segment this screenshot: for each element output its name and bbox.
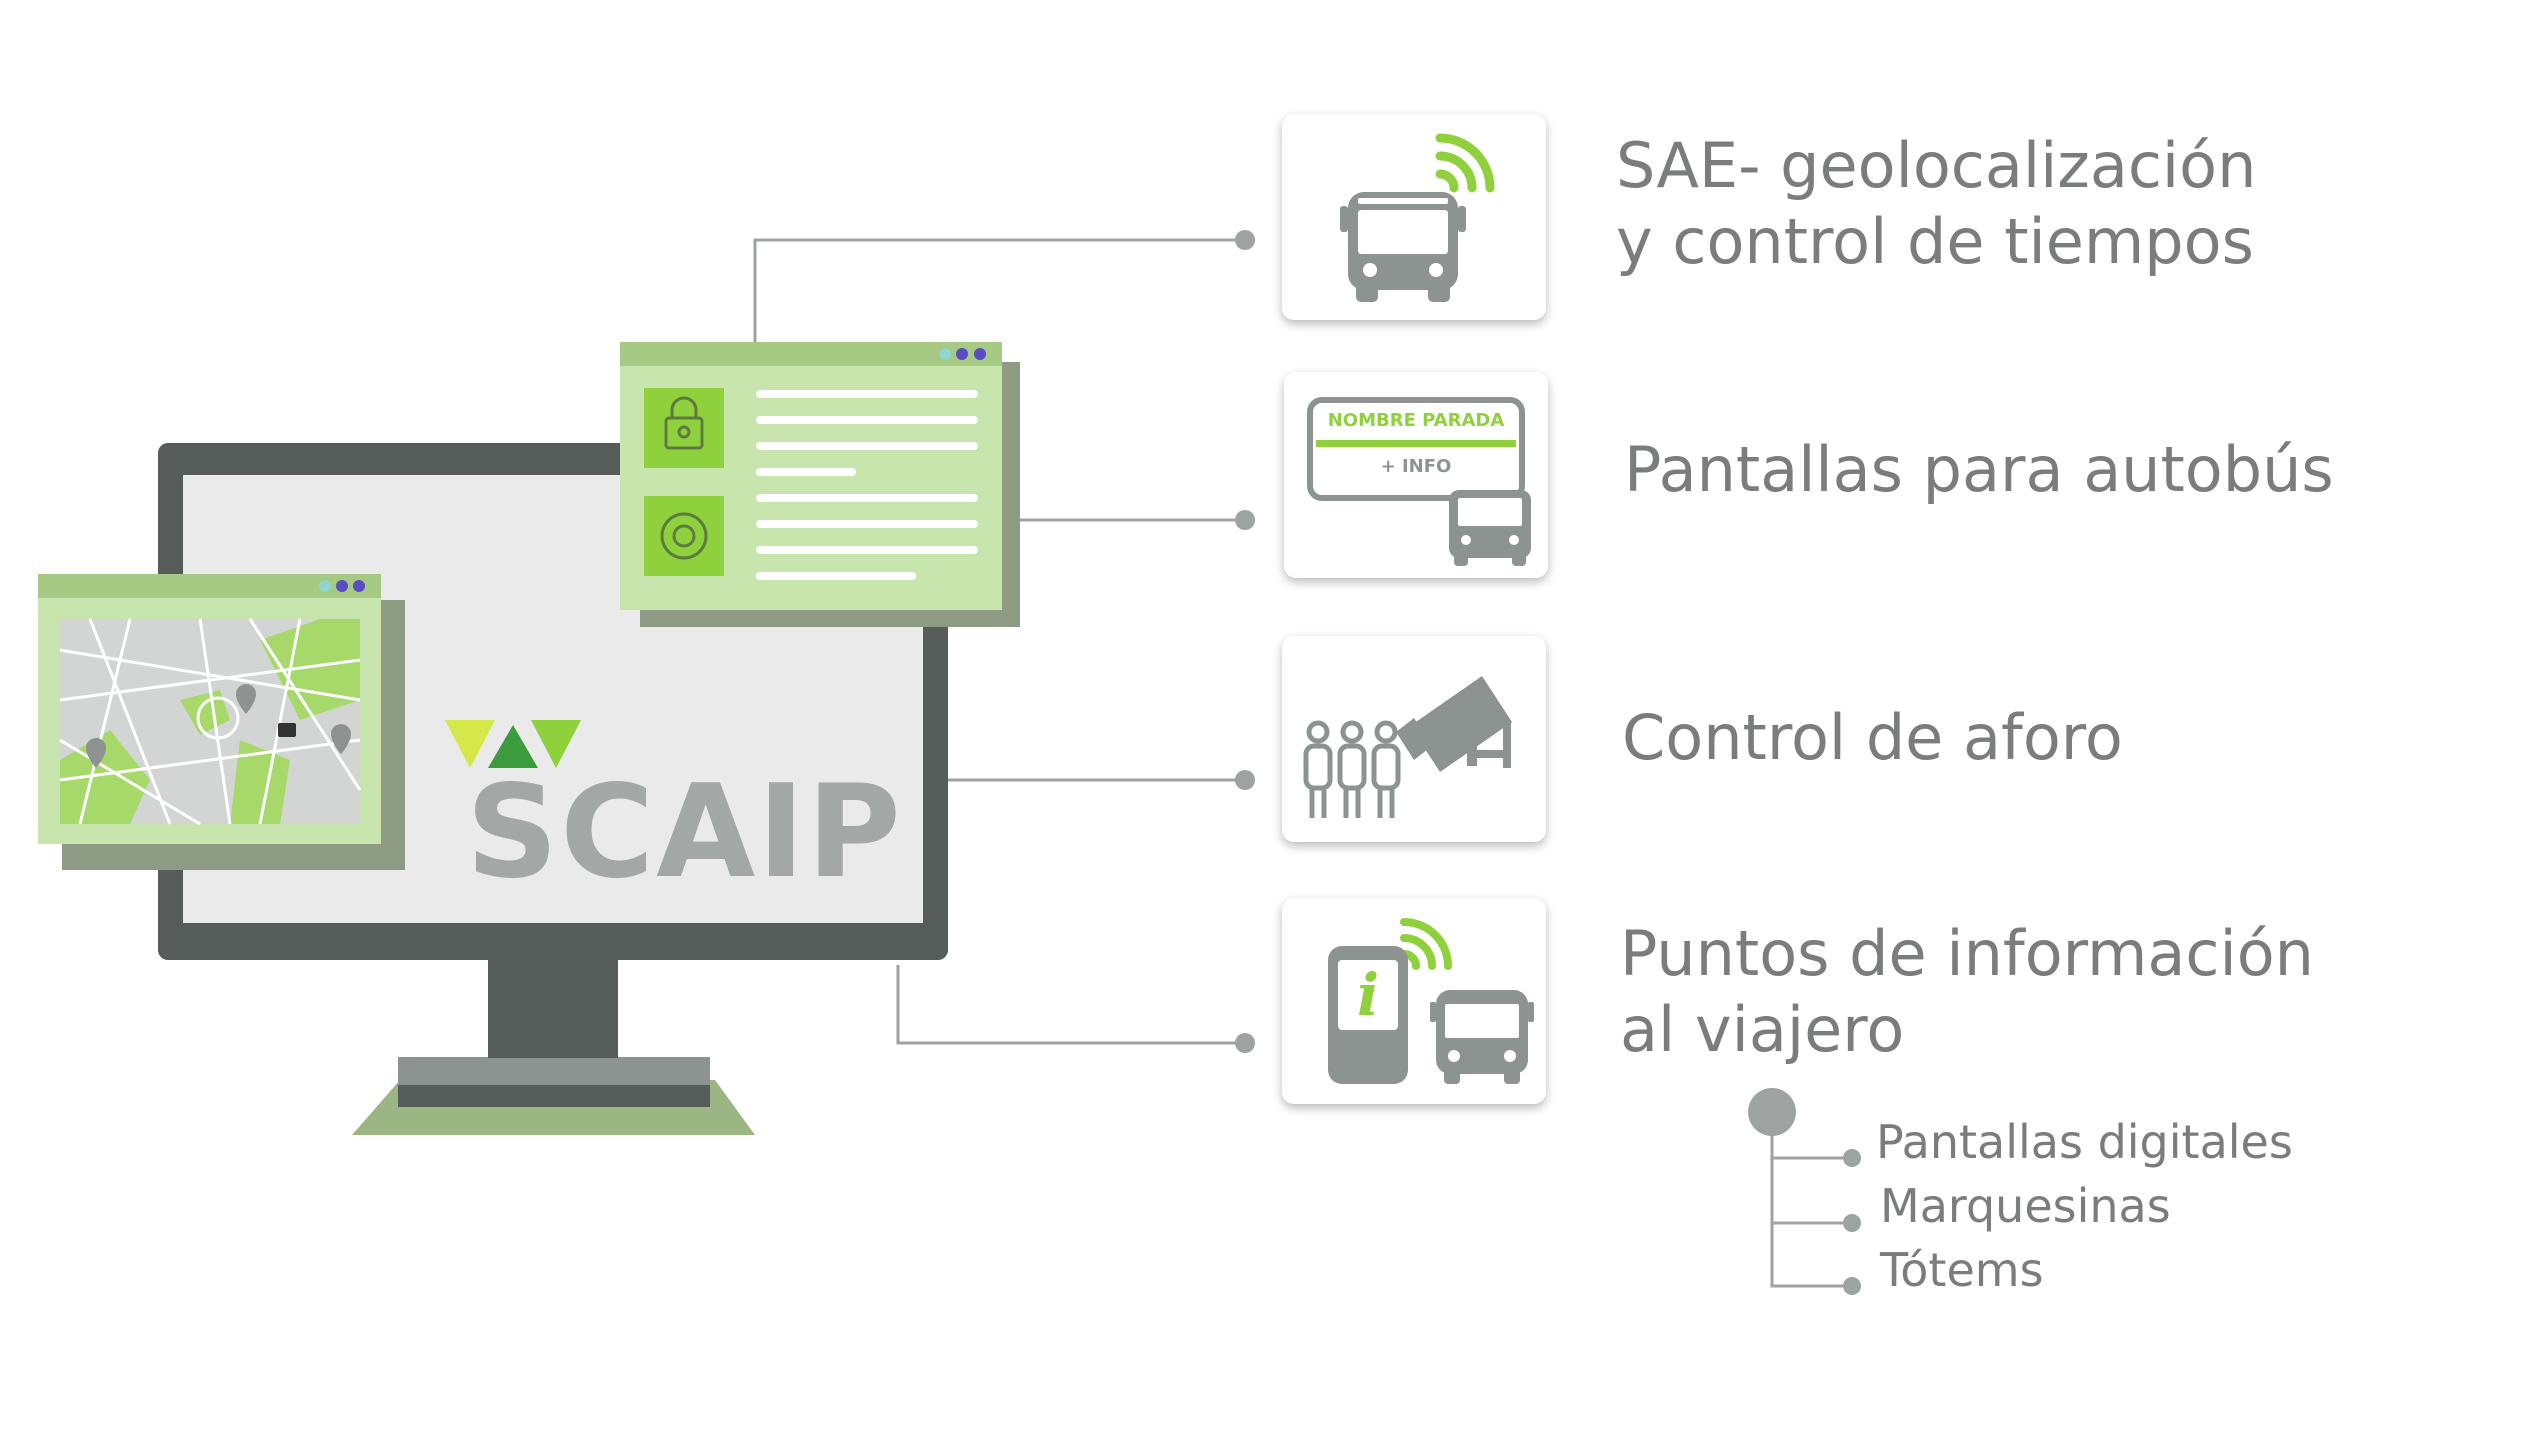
scaip-logo-mark	[445, 720, 581, 768]
feature-label-puntos-line2: al viajero	[1620, 993, 1905, 1066]
card-aforo	[1282, 636, 1546, 842]
sub-item-pantallas-digitales: Pantallas digitales	[1876, 1115, 2293, 1169]
sign-subtitle: + INFO	[1380, 456, 1452, 477]
feature-label-puntos-line1: Puntos de información	[1620, 917, 2314, 990]
bus-signal-icon	[1340, 133, 1495, 302]
card-pantallas: NOMBRE PARADA + INFO	[1284, 372, 1548, 578]
settings-window	[620, 342, 1020, 627]
sub-item-marquesinas: Marquesinas	[1880, 1179, 2171, 1233]
info-totem-icon	[1328, 918, 1534, 1084]
feature-label-sae-line1: SAE- geolocalización	[1616, 129, 2257, 202]
sign-title: NOMBRE PARADA	[1327, 410, 1505, 431]
card-sae	[1282, 114, 1546, 320]
bus-stop-display-icon	[1307, 397, 1531, 566]
info-glyph: i	[1356, 961, 1380, 1029]
scaip-logo-text: SCAIP	[466, 758, 903, 907]
people-camera-icon	[1303, 676, 1512, 818]
feature-label-sae-line2: y control de tiempos	[1616, 205, 2254, 278]
map-window	[38, 574, 405, 870]
feature-label-aforo: Control de aforo	[1622, 701, 2123, 774]
feature-label-pantallas: Pantallas para autobús	[1624, 433, 2334, 506]
card-puntos-info: i	[1282, 898, 1546, 1104]
sub-item-totems: Tótems	[1880, 1243, 2044, 1297]
